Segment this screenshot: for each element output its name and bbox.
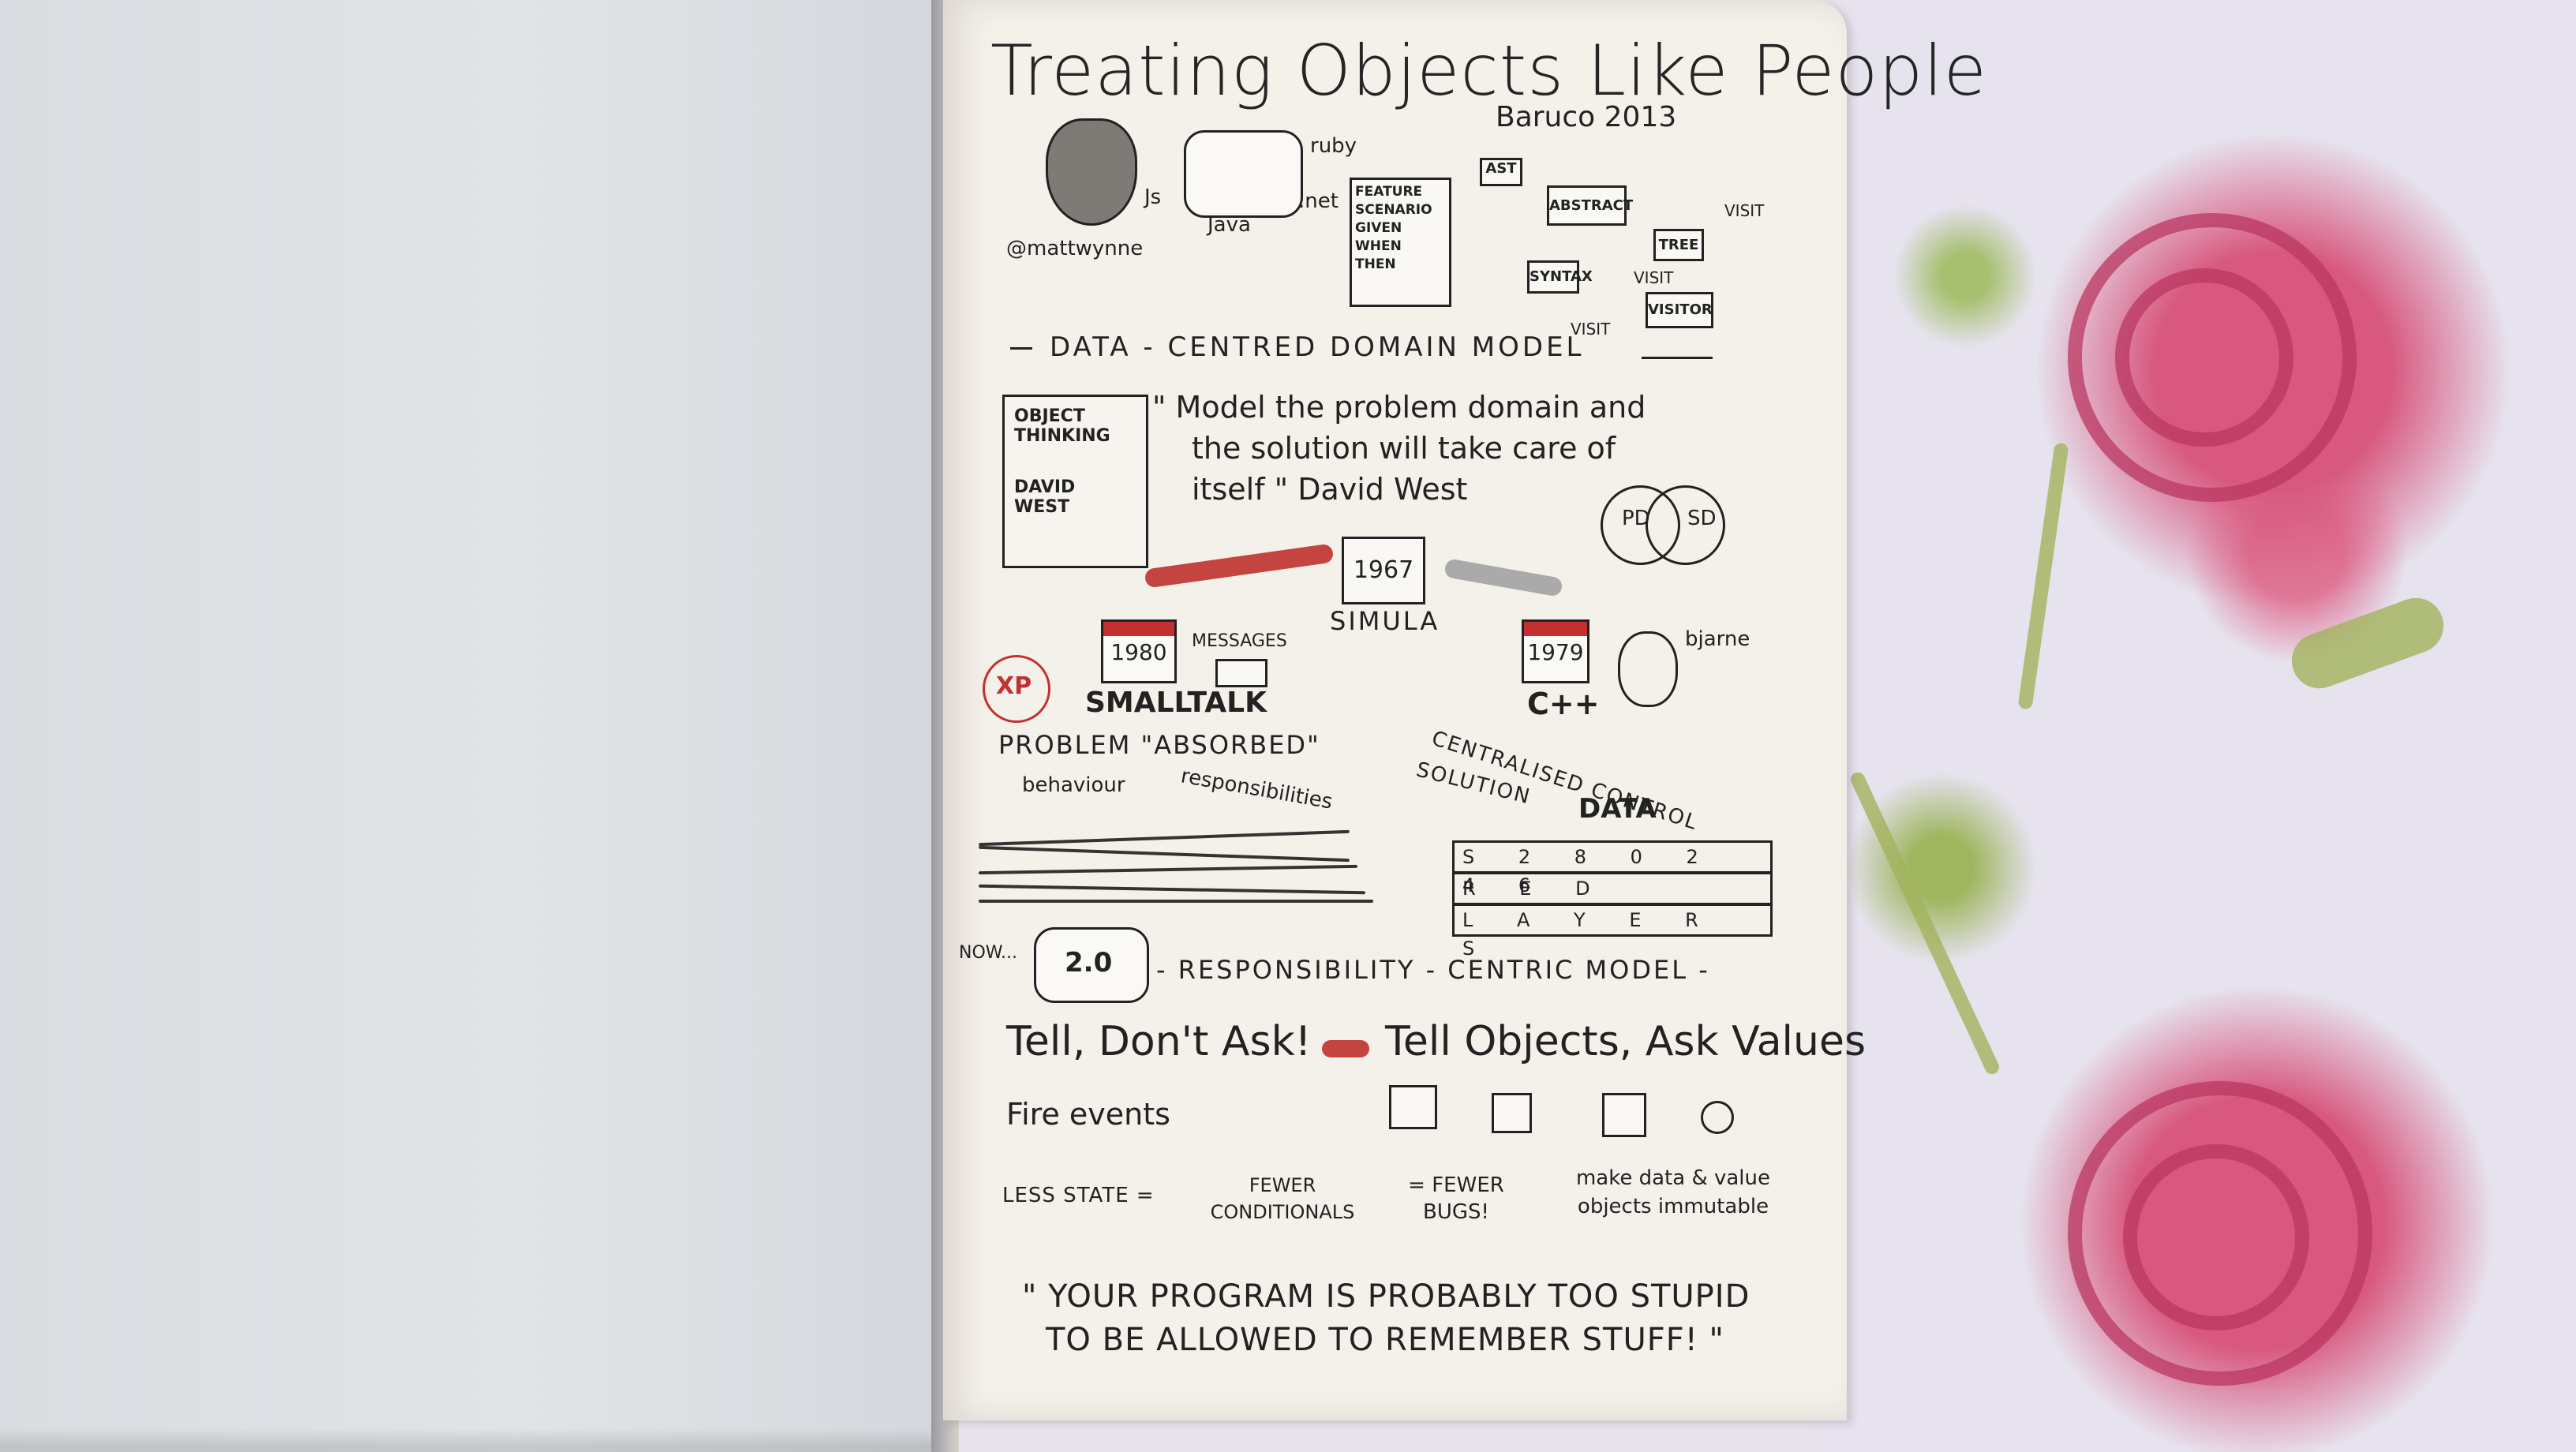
syntax-node: SYNTAX xyxy=(1527,260,1593,294)
visitor-node: VISITOR xyxy=(1646,292,1713,328)
sketchnote-title: Treating Objects Like People xyxy=(990,30,1987,111)
visit-label: VISIT xyxy=(1634,268,1674,287)
ast-node: AST xyxy=(1480,158,1522,186)
closing-quote-line-1: " YOUR PROGRAM IS PROBABLY TOO STUPID xyxy=(1022,1278,1750,1315)
red-arrow-icon xyxy=(1322,1040,1369,1057)
xp-badge xyxy=(983,655,1050,723)
object-cube-icon xyxy=(1492,1093,1532,1133)
rose-pattern xyxy=(2123,1144,2309,1330)
quote-line-3: itself " David West xyxy=(1192,472,1468,507)
envelope-icon xyxy=(1215,659,1267,687)
speaker-lang-ruby: ruby xyxy=(1310,134,1357,158)
event-name: Baruco 2013 xyxy=(1496,101,1677,133)
quote-line-1: " Model the problem domain and xyxy=(1152,390,1646,425)
value-circle-icon xyxy=(1701,1101,1734,1134)
book-title: OBJECT THINKING xyxy=(1014,406,1110,446)
feature-line: WHEN xyxy=(1355,238,1402,254)
behaviour-wave xyxy=(979,900,1373,903)
tell-dont-ask: Tell, Don't Ask! xyxy=(1006,1018,1312,1065)
book-author: DAVID WEST xyxy=(1014,477,1076,517)
smalltalk-calendar: 1980 xyxy=(1101,619,1177,683)
page-edge-shadow xyxy=(0,0,943,1452)
fewer-bugs: = FEWER BUGS! xyxy=(1408,1173,1504,1224)
object-cube-icon xyxy=(1389,1085,1437,1129)
feature-card: FEATURE SCENARIO GIVEN WHEN THEN xyxy=(1350,178,1451,307)
problem-absorbed: PROBLEM "ABSORBED" xyxy=(998,730,1320,760)
abstract-node: ABSTRACT xyxy=(1547,185,1633,226)
xp-label: XP xyxy=(996,672,1032,700)
leaf-pattern xyxy=(2284,589,2451,697)
visit-label: VISIT xyxy=(1724,201,1765,220)
speech-bubble-icon xyxy=(1184,130,1303,218)
section-data-centred: DATA - CENTRED DOMAIN MODEL xyxy=(1050,331,1585,363)
divider xyxy=(1010,347,1032,350)
speaker-lang-net: .net xyxy=(1298,189,1339,213)
cpp-calendar: 1979 xyxy=(1522,619,1589,683)
smalltalk-year: 1980 xyxy=(1110,639,1167,665)
section-responsibility-centric: - RESPONSIBILITY - CENTRIC MODEL - xyxy=(1156,955,1710,985)
simula-label: SIMULA xyxy=(1330,606,1440,636)
cpp-year: 1979 xyxy=(1527,639,1584,665)
cpp-name: C++ xyxy=(1527,687,1600,721)
messages-label: MESSAGES xyxy=(1192,631,1287,651)
make-immutable: make data & value objects immutable xyxy=(1575,1166,1771,1218)
tell-objects-ask-values: Tell Objects, Ask Values xyxy=(1385,1018,1866,1065)
speaker-handle: @mattwynne xyxy=(1006,237,1144,260)
quote-line-2: the solution will take care of xyxy=(1192,431,1616,466)
bjarne-face-icon xyxy=(1618,631,1678,707)
speaker-lang-js: Js xyxy=(1144,185,1162,209)
venn-label-pd: PD xyxy=(1622,507,1650,530)
venn-circle-sd xyxy=(1646,485,1725,565)
venn-label-sd: SD xyxy=(1687,507,1717,530)
bubble-label: 2.0 xyxy=(1065,947,1113,979)
fewer-conditionals: FEWER CONDITIONALS xyxy=(1210,1174,1355,1223)
divider xyxy=(1642,357,1713,359)
value-cube-icon xyxy=(1602,1093,1646,1137)
visit-label: VISIT xyxy=(1571,320,1611,339)
rose-pattern xyxy=(2115,268,2293,447)
feature-line: GIVEN xyxy=(1355,220,1402,236)
closing-quote-line-2: TO BE ALLOWED TO REMEMBER STUFF! " xyxy=(1046,1322,1724,1358)
blank-left-page xyxy=(0,0,943,1452)
behaviour-label: behaviour xyxy=(1022,773,1125,797)
leaf-pattern xyxy=(2017,442,2069,710)
less-state: LESS STATE = xyxy=(1002,1184,1155,1207)
book-object-thinking: OBJECT THINKING DAVID WEST xyxy=(1002,395,1148,568)
floral-fabric-background xyxy=(1815,0,2576,1452)
data-label: DATA xyxy=(1578,793,1657,825)
now-label: NOW... xyxy=(959,943,1017,963)
layers-row-1: S 2 8 0 2 4 6 xyxy=(1452,840,1773,896)
leaf-pattern xyxy=(1848,769,2001,1077)
feature-line: FEATURE xyxy=(1355,184,1423,200)
simula-calendar: 1967 xyxy=(1342,537,1425,604)
layers-row-3: L A Y E R S xyxy=(1452,904,1773,960)
speaker-lang-java: Java xyxy=(1208,213,1251,237)
layers-row-2: R E D xyxy=(1452,872,1773,905)
bjarne-label: bjarne xyxy=(1685,627,1750,651)
speaker-face-icon xyxy=(1046,118,1137,226)
smalltalk-name: SMALLTALK xyxy=(1085,687,1267,719)
tree-node: TREE xyxy=(1653,229,1704,261)
feature-line: THEN xyxy=(1355,256,1396,272)
feature-line: SCENARIO xyxy=(1355,202,1432,218)
speech-bubble-2-0: 2.0 xyxy=(1034,927,1149,1003)
fire-events: Fire events xyxy=(1006,1097,1170,1132)
